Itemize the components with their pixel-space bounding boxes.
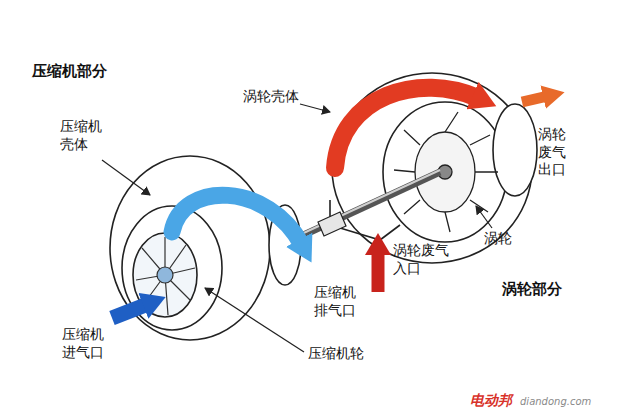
- turbine-blades: [394, 112, 498, 232]
- part-label: 压缩机 进气口: [62, 326, 106, 361]
- turbine-housing: [330, 73, 537, 263]
- part-label: 涡轮: [484, 230, 512, 248]
- turbine-nut: [438, 165, 452, 179]
- shaft-line: [282, 172, 440, 245]
- turbine-hub: [415, 132, 475, 212]
- part-label: 涡轮壳体: [243, 88, 299, 106]
- leader-line: [476, 206, 492, 228]
- part-label: 压缩机 壳体: [60, 118, 104, 153]
- part-label: 涡轮废气 入口: [393, 242, 453, 277]
- turbine-wheel: [394, 112, 498, 232]
- part-label: 压缩机轮: [308, 345, 364, 363]
- part-label: 压缩机 排气口: [314, 284, 358, 319]
- section-title: 压缩机部分: [32, 62, 107, 81]
- exhaust-flow-arrow: [335, 88, 478, 168]
- leader-line: [300, 104, 330, 112]
- turbine-outlet: [493, 104, 537, 196]
- part-label: 涡轮 废气 出口: [538, 126, 568, 179]
- watermark: 电动邦: [470, 392, 512, 410]
- compressor-housing: [110, 156, 301, 340]
- bearing: [318, 212, 346, 236]
- watermark: diandong.com: [520, 396, 591, 409]
- exhaust-outlet-arrow: [522, 96, 548, 102]
- leader-line: [205, 288, 304, 352]
- leader-line: [102, 160, 150, 195]
- compressor-hub: [157, 267, 173, 283]
- leader-lines: [102, 104, 492, 352]
- compressed-air-arrow: [172, 195, 302, 245]
- intake-air-arrow: [112, 304, 148, 318]
- exhaust-inlet-arrow: [372, 250, 385, 292]
- section-title: 涡轮部分: [502, 280, 562, 299]
- shaft: [282, 170, 440, 245]
- turbine-inner-ring: [383, 102, 507, 242]
- shaft-highlight: [282, 170, 440, 243]
